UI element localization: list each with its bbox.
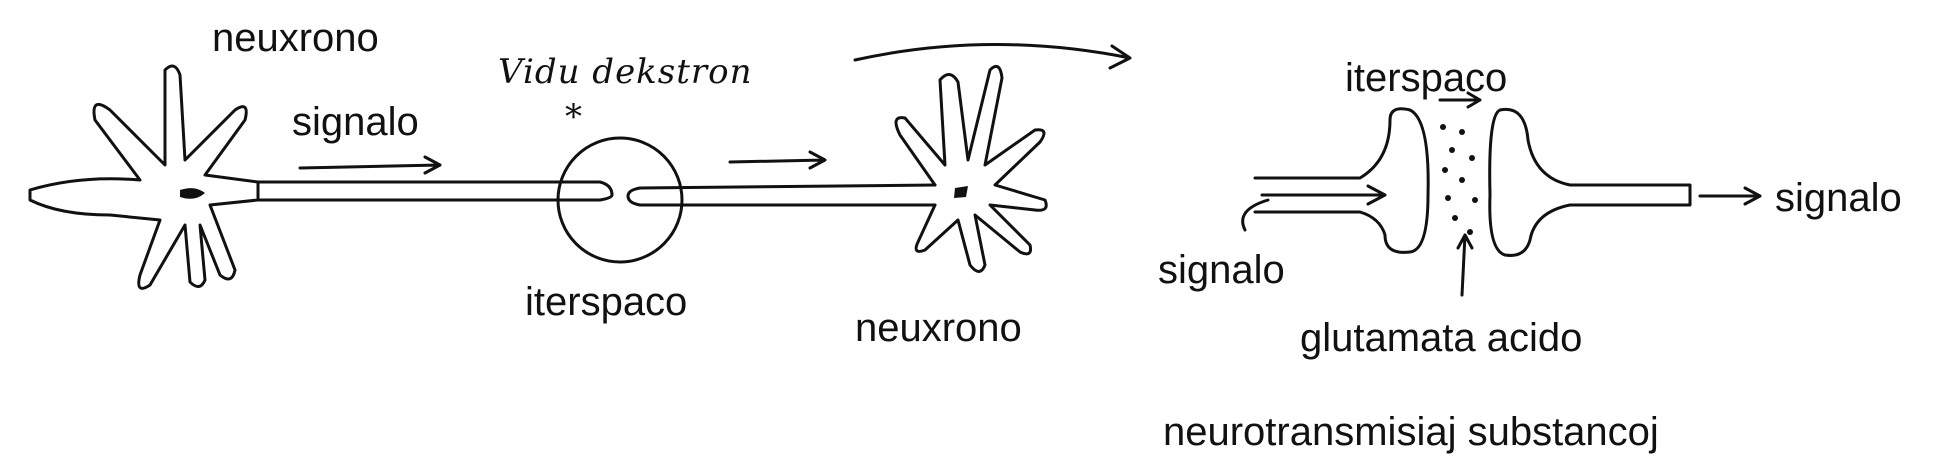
signal-in-arrow [1260,184,1387,206]
label-neurotransmitters: neurotransmisiaj substancoj [1163,410,1659,454]
right-neuron-body [894,64,1048,273]
right-axon-top [626,186,642,207]
label-neuron-left: neuxrono [212,16,379,60]
right-neuron-nucleus [954,186,968,198]
pointer-arrow [853,42,1132,70]
signal-arrow-1 [298,155,442,175]
label-glutamate: glutamata acido [1300,316,1583,360]
signal-out-arrow [1698,186,1762,206]
signal-arrow-2 [728,150,827,170]
left-axon-top [256,180,614,197]
postsynaptic-terminal [1488,107,1692,257]
right-axon-top-line [638,183,937,190]
label-synapse-gap-left: iterspaco [525,280,688,324]
label-synapse-gap-right: iterspaco [1345,56,1508,100]
neurotransmitter-dots [1440,124,1478,235]
label-signal-in: signalo [1158,248,1285,292]
label-neuron-right: neuxrono [855,306,1022,350]
left-neuron-body [28,64,260,290]
label-asterisk: * [565,97,583,137]
left-neuron-nucleus [180,188,205,199]
label-see-right: Vidu dekstron [498,52,753,92]
signal-in-pointer [1241,198,1270,232]
left-axon-bottom [256,193,614,202]
label-signal-top: signalo [292,100,419,144]
synapse-circle [556,136,684,264]
gap-arrow [1438,91,1482,109]
glutamate-pointer [1456,233,1474,297]
presynaptic-terminal [1253,107,1430,254]
label-signal-out: signalo [1775,176,1902,220]
